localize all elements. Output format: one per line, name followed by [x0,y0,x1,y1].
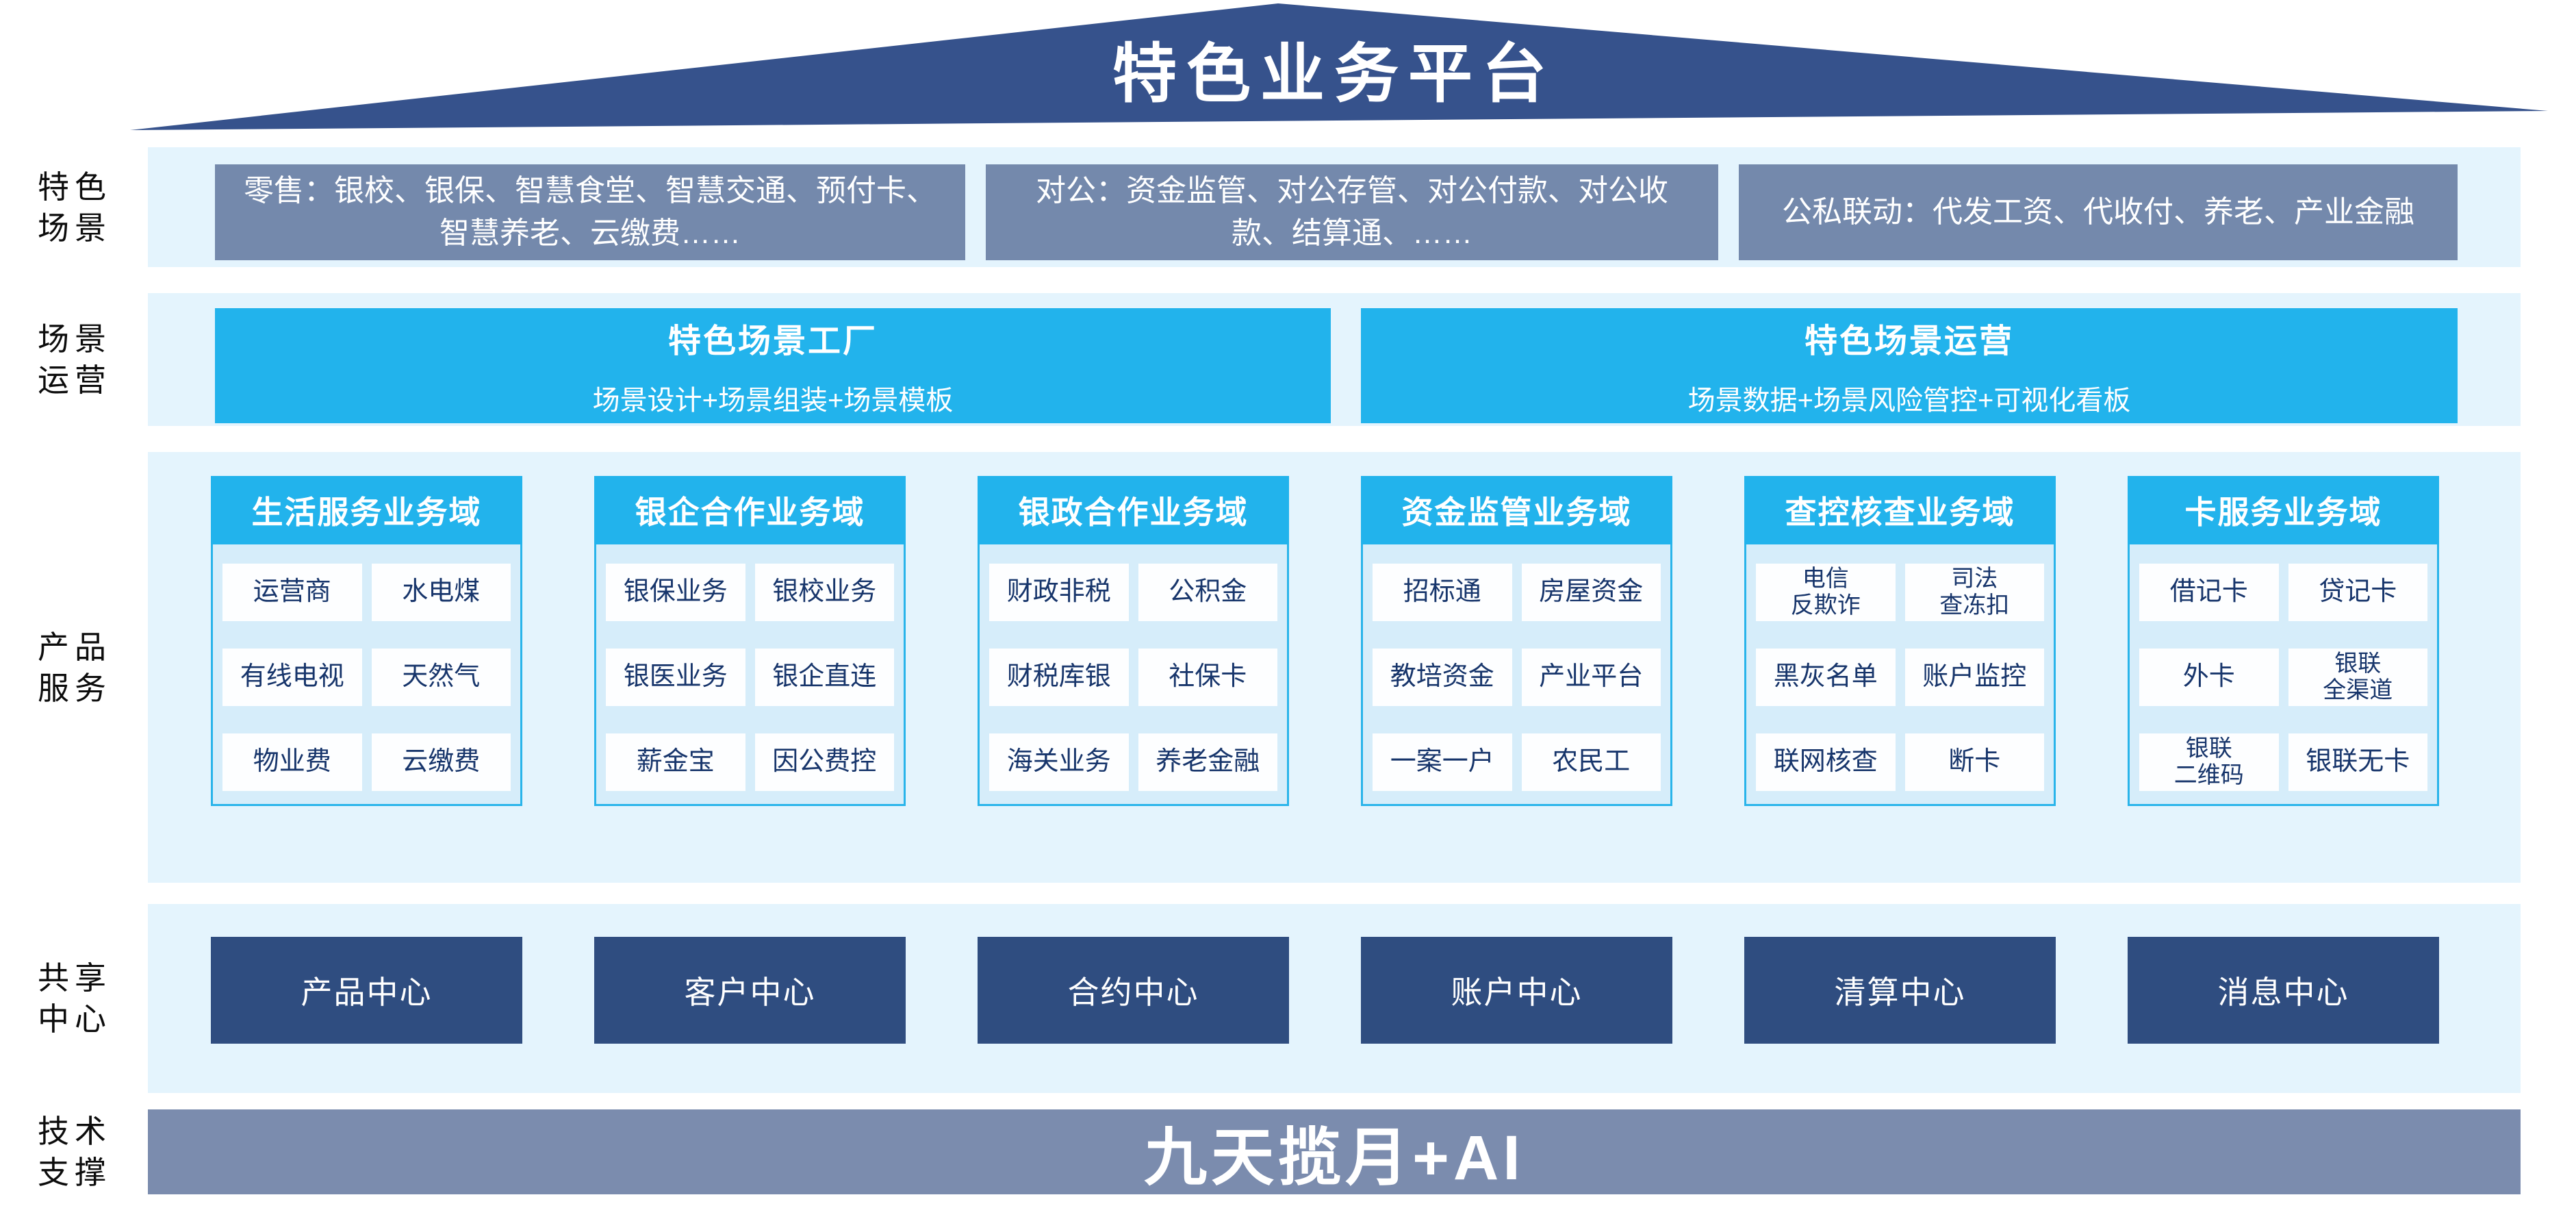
domain-cell: 因公费控 [754,733,894,791]
center-box-contract: 合约中心 [978,937,1289,1044]
domain-cell: 借记卡 [2139,564,2279,621]
domain-cell: 农民工 [1521,733,1661,791]
scene-box-retail: 零售：银校、银保、智慧食堂、智慧交通、预付卡、智慧养老、云缴费…… [215,164,965,260]
roof-shape [130,3,2548,130]
domain-cell: 一案一户 [1373,733,1512,791]
domain-cell: 薪金宝 [606,733,745,791]
band-shared-centers [148,904,2521,1093]
ops-box-title: 特色场景工厂 [667,323,878,360]
domain-cell: 物业费 [222,733,362,791]
ops-box-scene-factory: 特色场景工厂 场景设计+场景组装+场景模板 [215,308,1331,423]
domain-panel-card-services: 卡服务业务域 借记卡 贷记卡 外卡 银联 全渠道 银联 二维码 银联无卡 [2128,476,2439,806]
domain-panel-fund-supervision: 资金监管业务域 招标通 房屋资金 教培资金 产业平台 一案一户 农民工 [1361,476,1672,806]
domain-header: 银企合作业务域 [594,476,906,544]
domain-cells: 电信 反欺诈 司法 查冻扣 黑灰名单 账户监控 联网核查 断卡 [1746,544,2054,810]
domain-cell: 银校业务 [754,564,894,621]
center-box-clearing: 清算中心 [1744,937,2056,1044]
domain-cell: 运营商 [222,564,362,621]
domain-cell: 银保业务 [606,564,745,621]
domain-cell: 贷记卡 [2288,564,2427,621]
domain-cell: 银联 二维码 [2139,733,2279,791]
domain-cell: 养老金融 [1138,733,1277,791]
domain-cell: 招标通 [1373,564,1512,621]
tech-support-bar: 九天揽月+AI [148,1109,2521,1194]
domain-cell: 账户监控 [1904,649,2044,706]
domain-header: 银政合作业务域 [978,476,1289,544]
domain-cell: 联网核查 [1756,733,1896,791]
domain-cell: 黑灰名单 [1756,649,1896,706]
tech-support-title: 九天揽月+AI [1144,1122,1525,1193]
domain-cell: 银联无卡 [2288,733,2427,791]
domain-cell: 财政非税 [989,564,1129,621]
layer-label-featured-scenes: 特色 场景 [38,168,112,246]
ops-box-scene-operation: 特色场景运营 场景数据+场景风险管控+可视化看板 [1361,308,2458,423]
domain-cell: 社保卡 [1138,649,1277,706]
domain-cell: 产业平台 [1521,649,1661,706]
scene-box-corporate: 对公：资金监管、对公存管、对公付款、对公收款、结算通、…… [986,164,1718,260]
layer-label-tech-support: 技术 支撑 [38,1114,112,1190]
domain-cell: 银企直连 [754,649,894,706]
page-title: 特色业务平台 [1112,38,1556,110]
domain-cell: 房屋资金 [1521,564,1661,621]
domain-cell: 海关业务 [989,733,1129,791]
center-box-message: 消息中心 [2128,937,2439,1044]
domain-header: 生活服务业务域 [211,476,522,544]
domain-panel-bank-government: 银政合作业务域 财政非税 公积金 财税库银 社保卡 海关业务 养老金融 [978,476,1289,806]
domain-header: 卡服务业务域 [2128,476,2439,544]
domain-cell: 银医业务 [606,649,745,706]
domain-cells: 招标通 房屋资金 教培资金 产业平台 一案一户 农民工 [1363,544,1670,810]
domain-cells: 运营商 水电煤 有线电视 天然气 物业费 云缴费 [213,544,520,810]
domain-cell: 有线电视 [222,649,362,706]
center-box-customer: 客户中心 [594,937,906,1044]
domain-cell: 断卡 [1904,733,2044,791]
ops-box-subtitle: 场景数据+场景风险管控+可视化看板 [1687,386,2131,416]
domain-cell: 教培资金 [1373,649,1512,706]
layer-label-product-services: 产品 服务 [38,629,112,706]
domain-cell: 天然气 [371,649,511,706]
domain-cell: 财税库银 [989,649,1129,706]
ops-box-subtitle: 场景设计+场景组装+场景模板 [592,386,954,416]
domain-cell: 水电煤 [371,564,511,621]
center-box-product: 产品中心 [211,937,522,1044]
band-product-services [148,452,2521,883]
domain-cell: 外卡 [2139,649,2279,706]
domain-cell: 司法 查冻扣 [1904,564,2044,621]
domain-header: 资金监管业务域 [1361,476,1672,544]
domain-cell: 电信 反欺诈 [1756,564,1896,621]
domain-panel-inspection-verification: 查控核查业务域 电信 反欺诈 司法 查冻扣 黑灰名单 账户监控 联网核查 断卡 [1744,476,2056,806]
ops-box-title: 特色场景运营 [1804,323,2014,360]
domain-cells: 借记卡 贷记卡 外卡 银联 全渠道 银联 二维码 银联无卡 [2130,544,2437,810]
domain-cells: 财政非税 公积金 财税库银 社保卡 海关业务 养老金融 [980,544,1287,810]
domain-cell: 银联 全渠道 [2288,649,2427,706]
scene-box-public-private: 公私联动：代发工资、代收付、养老、产业金融 [1739,164,2458,260]
layer-label-shared-centers: 共享 中心 [38,960,112,1037]
center-box-account: 账户中心 [1361,937,1672,1044]
domain-header: 查控核查业务域 [1744,476,2056,544]
domain-cell: 云缴费 [371,733,511,791]
layer-label-scene-operations: 场景 运营 [38,321,112,398]
domain-cell: 公积金 [1138,564,1277,621]
domain-cells: 银保业务 银校业务 银医业务 银企直连 薪金宝 因公费控 [596,544,904,810]
domain-panel-life-services: 生活服务业务域 运营商 水电煤 有线电视 天然气 物业费 云缴费 [211,476,522,806]
domain-panel-bank-enterprise: 银企合作业务域 银保业务 银校业务 银医业务 银企直连 薪金宝 因公费控 [594,476,906,806]
